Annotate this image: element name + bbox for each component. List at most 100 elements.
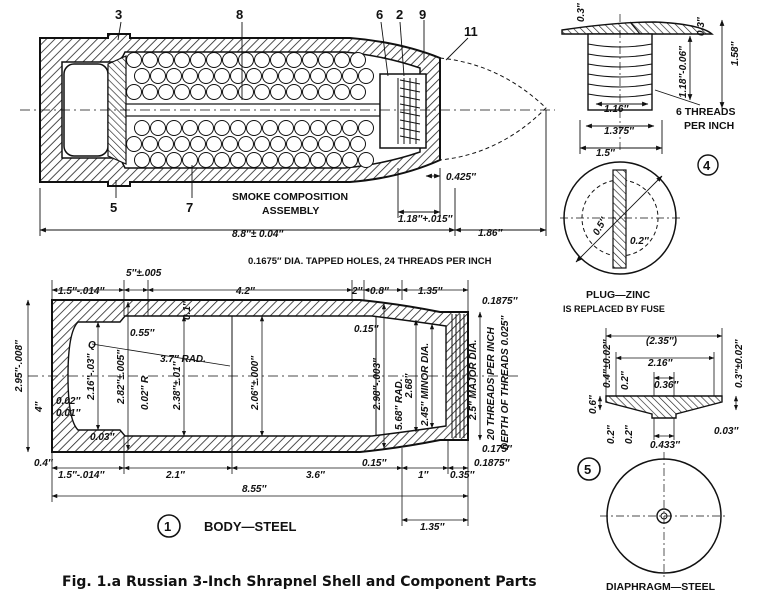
body-q-mark: Q xyxy=(88,340,96,351)
plug-dim-2: 1.375″ xyxy=(604,126,635,137)
shrapnel-ball xyxy=(134,120,150,136)
body-threads-line-2: DEPTH OF THREADS 0.025″ xyxy=(500,315,511,450)
shrapnel-ball xyxy=(206,52,222,68)
diaphragm-dim-8: 0.3″±0.02″ xyxy=(734,338,745,388)
shrapnel-ball xyxy=(342,152,358,168)
shrapnel-ball xyxy=(286,84,302,100)
body-v-dim-7: 2.68″ xyxy=(404,373,415,399)
body-small-dim-6: 0.1″ xyxy=(182,300,193,320)
shrapnel-ball xyxy=(342,120,358,136)
body-v-dim-8: 2.45″ MINOR DIA. xyxy=(420,343,431,427)
body-bottom-dim-8: 0.15″ xyxy=(362,458,387,469)
shrapnel-ball xyxy=(206,84,222,100)
shrapnel-ball xyxy=(278,152,294,168)
shrapnel-ball xyxy=(270,52,286,68)
shrapnel-ball xyxy=(310,152,326,168)
shrapnel-ball xyxy=(254,52,270,68)
shrapnel-ball xyxy=(150,152,166,168)
body-bottom-dim-3: 3.6″ xyxy=(306,470,326,481)
shrapnel-ball xyxy=(166,152,182,168)
body-small-dim-2: 0.15″ xyxy=(354,324,379,335)
diaphragm-dim-7: 0.6″ xyxy=(588,394,599,414)
shrapnel-ball xyxy=(126,84,142,100)
body-small-dim-5: 4″ xyxy=(34,400,45,413)
shrapnel-ball xyxy=(326,152,342,168)
shrapnel-ball xyxy=(294,120,310,136)
diaphragm-view-number: 5 xyxy=(584,462,591,477)
body-small-dim-1: 0.55″ xyxy=(130,328,155,339)
plug-dim-3: 1.5″ xyxy=(596,148,616,159)
shrapnel-ball xyxy=(158,136,174,152)
body-top-dim-7: 0.1875″ xyxy=(482,296,519,307)
shrapnel-ball xyxy=(150,68,166,84)
shrapnel-ball xyxy=(174,136,190,152)
plug-dim-4: 1.18″-0.06″ xyxy=(678,45,689,98)
shrapnel-ball xyxy=(278,68,294,84)
shrapnel-ball xyxy=(318,84,334,100)
shrapnel-ball xyxy=(334,52,350,68)
shrapnel-ball xyxy=(198,152,214,168)
figure-caption: Fig. 1.a Russian 3-Inch Shrapnel Shell a… xyxy=(62,574,537,590)
diaphragm-label: DIAPHRAGM—STEEL xyxy=(606,581,716,593)
tapped-holes-note: 0.1675″ DIA. TAPPED HOLES, 24 THREADS PE… xyxy=(248,256,492,267)
shrapnel-ball xyxy=(126,52,142,68)
plug-view-number: 4 xyxy=(703,158,711,173)
assembly-nose-length: 1.86″ xyxy=(478,228,503,239)
body-tail-length: 1.35″ xyxy=(420,522,445,533)
body-top-dim-4: 2″ xyxy=(351,286,364,297)
diaphragm-dim-2: 2.16″ xyxy=(647,358,673,369)
plug-sublabel: IS REPLACED BY FUSE xyxy=(563,304,665,314)
body-bottom-dim-7: 0.175″ xyxy=(482,444,513,455)
plug-view: 1.16″ 1.375″ 1.5″ 1.18″-0.06″ 1.58″ 0.3″… xyxy=(560,2,741,314)
shrapnel-balls xyxy=(126,52,374,168)
shrapnel-ball xyxy=(222,84,238,100)
part-number-5: 5 xyxy=(110,200,117,215)
shrapnel-ball xyxy=(134,68,150,84)
shrapnel-ball xyxy=(166,120,182,136)
assembly-label: ASSEMBLY xyxy=(262,205,319,217)
shrapnel-ball xyxy=(262,120,278,136)
diaphragm-dim-4: 0.433″ xyxy=(650,440,681,451)
shrapnel-ball xyxy=(326,68,342,84)
body-v-dim-10: 5.68″ RAD. xyxy=(394,379,405,430)
body-v-dim-3: 2.82″±.005″ xyxy=(116,349,127,405)
body-top-dim-2: 5″±.005 xyxy=(126,268,162,279)
diaphragm-dim-1: (2.35″) xyxy=(646,336,678,347)
part-number-2: 2 xyxy=(396,7,403,22)
shrapnel-ball xyxy=(214,68,230,84)
shrapnel-ball xyxy=(182,120,198,136)
diaphragm-dim-9: 0.03″ xyxy=(714,426,739,437)
shrapnel-ball xyxy=(150,120,166,136)
body-v-dim-9: 2.5″ MAJOR DIA. xyxy=(468,340,479,421)
part-number-11: 11 xyxy=(464,24,478,39)
body-bottom-dim-1: 1.5″-.014″ xyxy=(58,470,105,481)
shrapnel-ball xyxy=(142,52,158,68)
shrapnel-ball xyxy=(238,84,254,100)
shrapnel-ball xyxy=(158,84,174,100)
shrapnel-ball xyxy=(182,68,198,84)
assembly-plug xyxy=(379,73,427,149)
diaphragm-dim-11: 0.2″ xyxy=(624,424,635,444)
shrapnel-ball xyxy=(342,68,358,84)
body-radius-2: 0.02″ R xyxy=(140,375,151,410)
shrapnel-ball xyxy=(350,84,366,100)
body-top-dim-3: 4.2″ xyxy=(235,286,256,297)
assembly-dim-2: 0.425″ xyxy=(446,172,477,183)
diaphragm-section xyxy=(605,395,723,419)
shrapnel-ball xyxy=(246,120,262,136)
body-overall-length: 8.55″ xyxy=(242,484,267,495)
shrapnel-ball xyxy=(310,120,326,136)
shrapnel-ball xyxy=(246,152,262,168)
body-view-number: 1 xyxy=(164,519,171,534)
plug-head xyxy=(561,21,714,35)
body-bottom-dim-5: 0.35″ xyxy=(450,470,475,481)
body-small-dim-4: 0.01″ xyxy=(56,408,81,419)
plug-dim-7: 0.3″ xyxy=(576,2,587,22)
body-radius-1: 3.7″ RAD. xyxy=(160,354,206,365)
shrapnel-ball xyxy=(262,68,278,84)
body-v-dim-6: 2.98″-.003″ xyxy=(372,357,383,411)
smoke-composition-label: SMOKE COMPOSITION xyxy=(232,191,348,203)
body-threads-line-1: 20 THREADS PER INCH xyxy=(486,326,497,441)
shrapnel-ball xyxy=(190,136,206,152)
shell-assembly-view: 3 8 6 2 9 11 5 7 SMOKE COMPOSITION ASSEM… xyxy=(20,7,555,240)
